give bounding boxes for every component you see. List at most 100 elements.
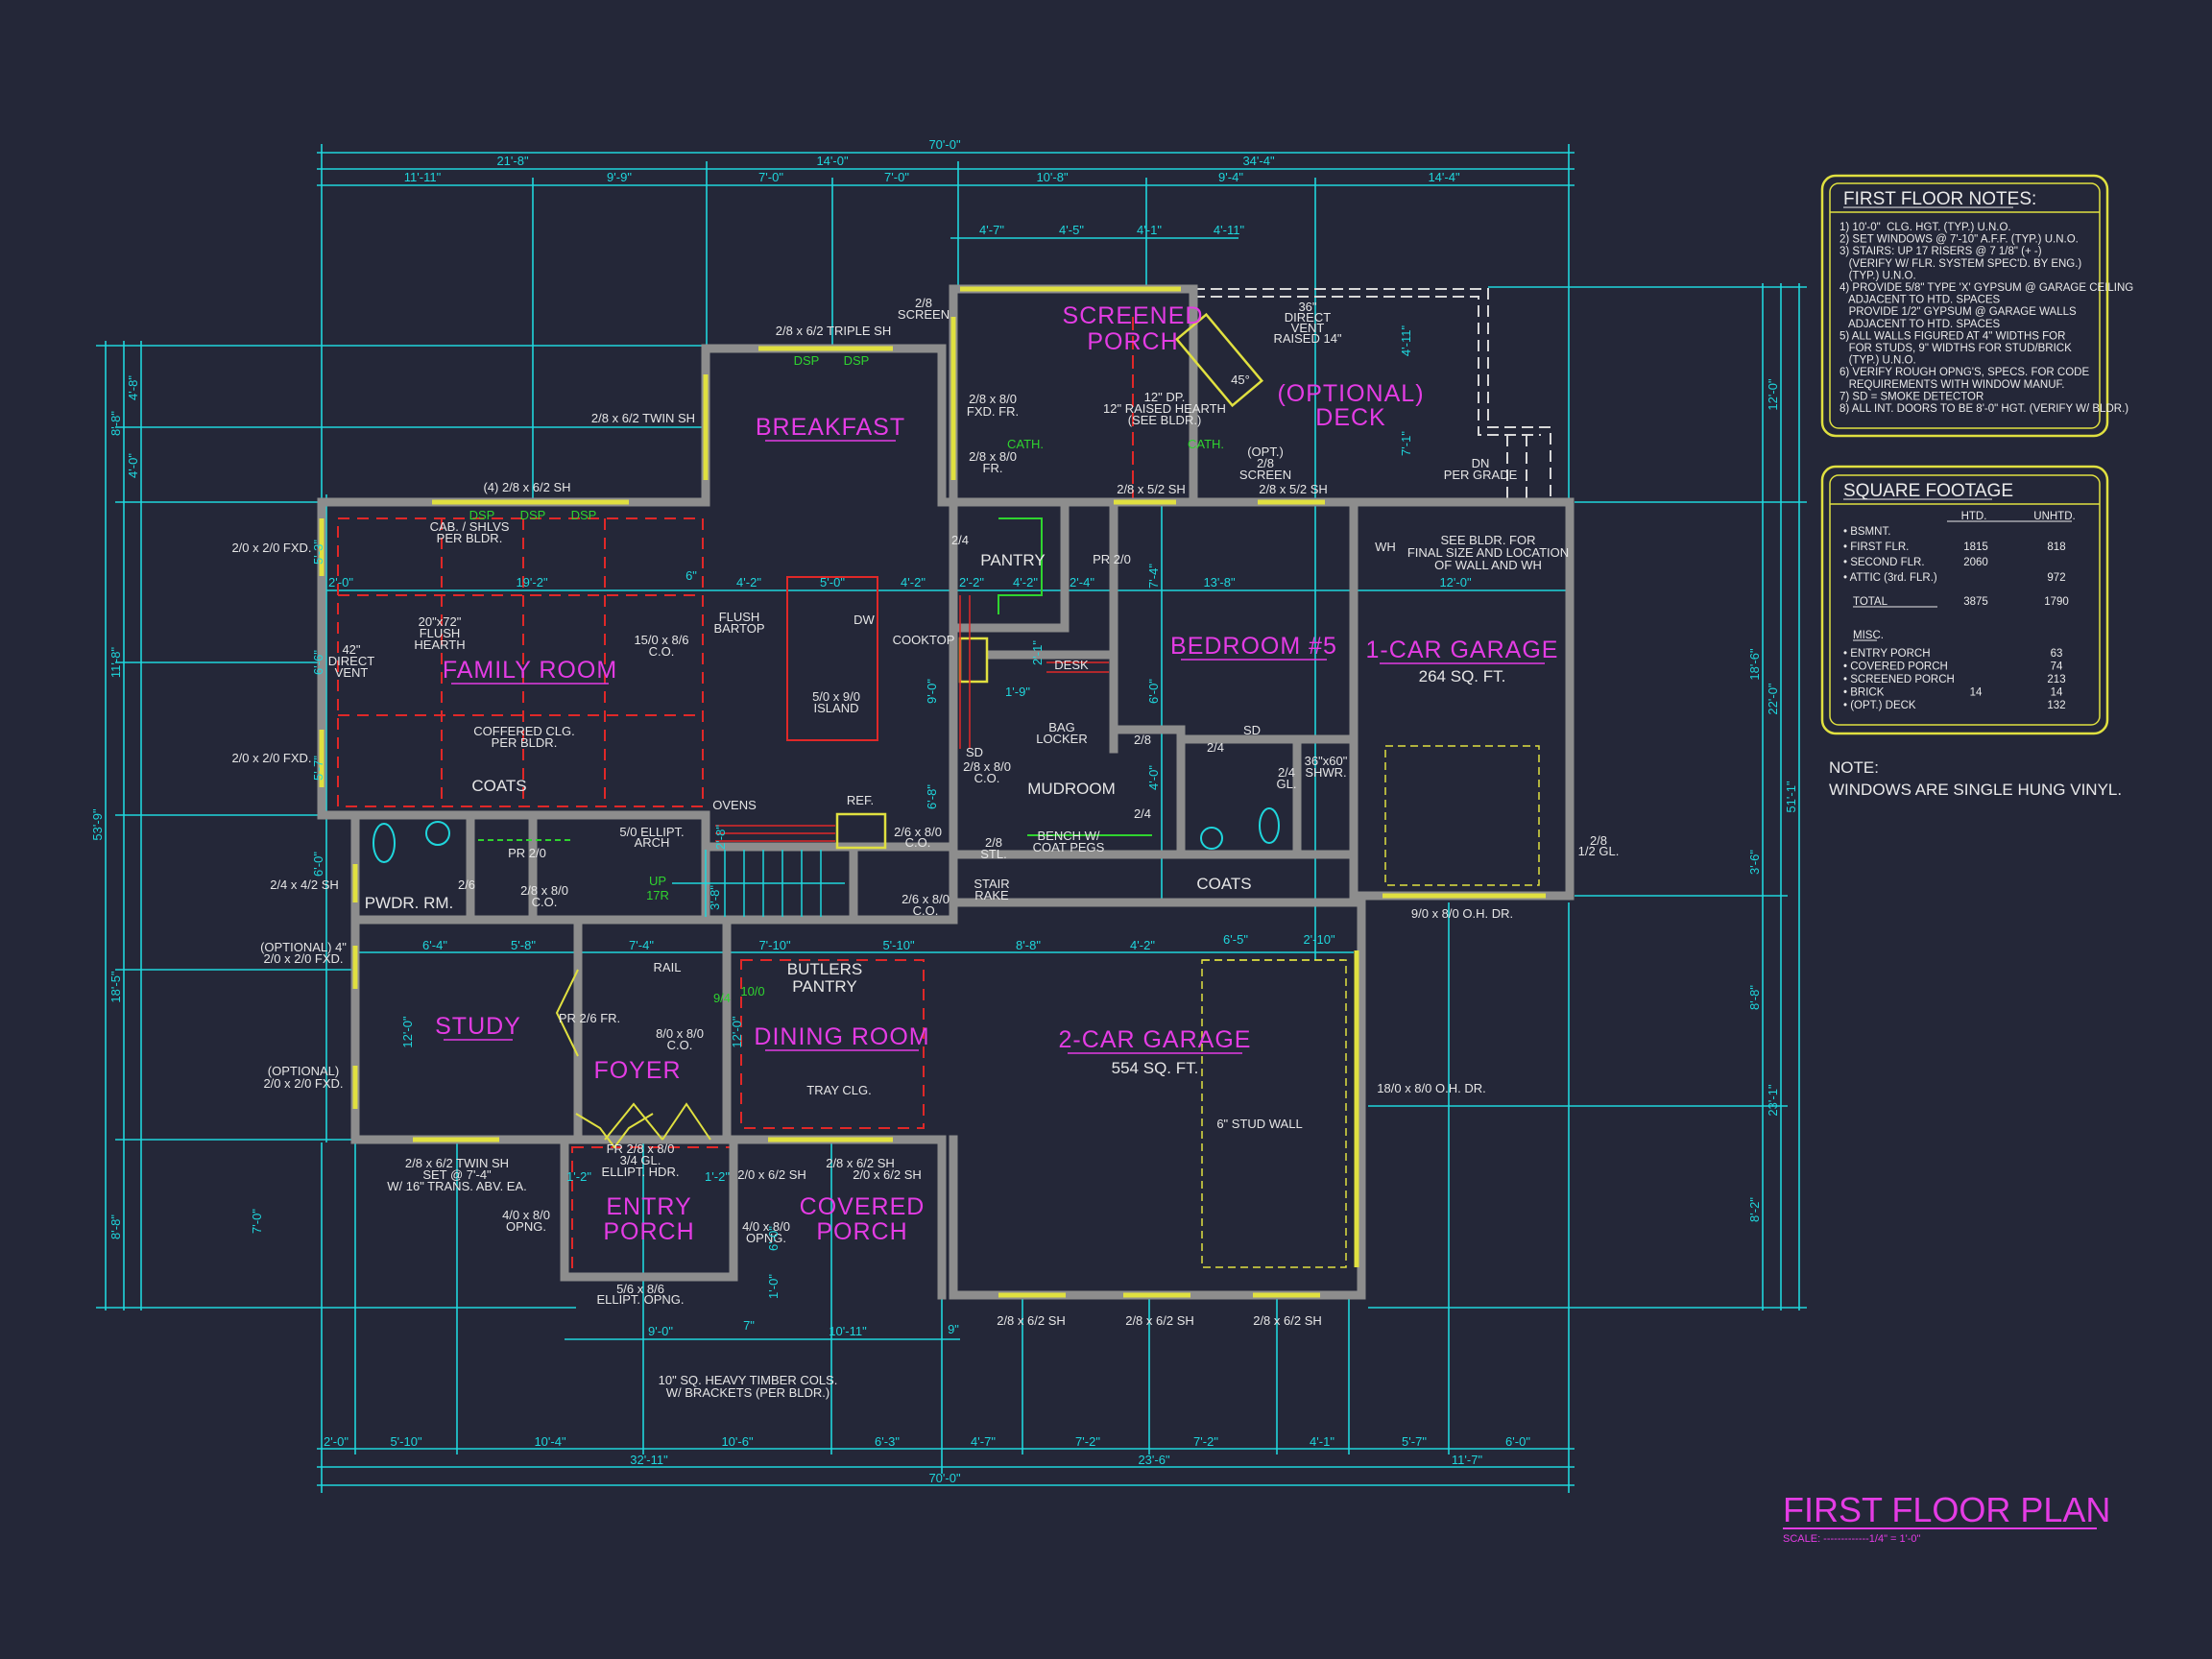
note-line: FOR STUDS, 9" WIDTHS FOR STUD/BRICK: [1839, 343, 2072, 354]
room-study: STUDY: [435, 1013, 521, 1040]
note-line: ADJACENT TO HTD. SPACES: [1839, 319, 2001, 330]
note: 4/0 x 8/0: [502, 1208, 550, 1222]
note-line: (TYP.) U.N.O.: [1839, 355, 1916, 367]
note: 2/8 x 6/2 SH: [1253, 1313, 1322, 1328]
note: 2/4: [1207, 740, 1224, 755]
note: FR.: [983, 461, 1003, 475]
note: 2/0 x 2/0 FXD.: [263, 951, 343, 966]
optional-deck-outline: [1193, 288, 1551, 499]
drawing-scale: SCALE: -------------1/4" = 1'-0": [1783, 1533, 1921, 1545]
dim-label: 2'-1": [1030, 640, 1045, 665]
note: 20"x72": [419, 614, 462, 629]
dim-label: 18'-6": [1747, 648, 1762, 681]
note: FR 2/8 x 8/0: [607, 1142, 675, 1156]
room-dining-room: DINING ROOM: [754, 1023, 929, 1050]
note: DESK: [1054, 658, 1089, 672]
dim-label: 4'-8": [126, 375, 140, 400]
note: 10" SQ. HEAVY TIMBER COLS.: [659, 1373, 838, 1387]
first-floor-notes-panel: FIRST FLOOR NOTES: 1) 10'-0" CLG. HGT. (…: [1820, 174, 2133, 438]
room-butlers-pantry: BUTLERS: [787, 960, 862, 978]
sqft-misc-unhtd: 14: [2051, 687, 2063, 699]
note: PR 2/0: [1093, 552, 1131, 566]
dim-label: 2'-0": [328, 575, 353, 589]
note: 2/8 x 6/2 SH: [1125, 1313, 1194, 1328]
sqft-row-unhtd: 818: [2047, 541, 2065, 553]
dim-label: 2'-0": [324, 1434, 349, 1449]
dim-label: 12'-0": [730, 1016, 744, 1048]
dim-right-overall: 51'-1": [1784, 781, 1798, 813]
note: 2/8 x 6/2 SH: [997, 1313, 1066, 1328]
note: FLUSH: [719, 610, 760, 624]
note: 2/0 x 6/2 SH: [737, 1167, 806, 1182]
sqft-total-htd: 3875: [1963, 596, 1988, 608]
dim-label: 9": [948, 1322, 959, 1336]
note: SCREEN: [1239, 468, 1291, 482]
note: 2/0 x 6/2 SH: [853, 1167, 922, 1182]
note: C.O.: [905, 835, 931, 850]
note: 18/0 x 8/0 O.H. DR.: [1377, 1081, 1485, 1095]
note: 36": [1298, 300, 1316, 314]
dim-label: 13'-8": [1203, 575, 1236, 589]
room-butlers-pantry-2: PANTRY: [792, 977, 856, 996]
sqft-row-label: • FIRST FLR.: [1843, 541, 1909, 553]
note-line: REQUIREMENTS WITH WINDOW MANUF.: [1839, 379, 2064, 391]
dim-label: 23'-1": [1766, 1084, 1780, 1117]
dim-label: 6'-4": [422, 938, 447, 952]
sqft-title: SQUARE FOOTAGE: [1843, 481, 2013, 501]
dim-bottom-overall: 70'-0": [928, 1471, 961, 1485]
note: 2/8 x 6/2 TWIN SH: [405, 1156, 509, 1170]
note: DSP: [469, 508, 495, 522]
note-line: 3) STAIRS: UP 17 RISERS @ 7 1/8" (+ -): [1839, 246, 2042, 257]
sqft-misc-label: MISC.: [1853, 630, 1884, 641]
dim-label: 10'-4": [534, 1434, 566, 1449]
sqft-col-unhtd: UNHTD.: [2033, 511, 2075, 522]
note: 6" STUD WALL: [1216, 1117, 1302, 1131]
dim-label: 9'-4": [1218, 170, 1243, 184]
note: FXD. FR.: [967, 404, 1019, 419]
note: DSP: [844, 353, 870, 368]
room-optional-deck: (OPTIONAL): [1277, 380, 1424, 407]
sqft-total-label: TOTAL: [1853, 596, 1888, 608]
note: OF WALL AND WH: [1434, 558, 1542, 572]
dim-label: 8'-8": [1016, 938, 1041, 952]
note: RAISED 14": [1273, 331, 1341, 346]
dim-label: 2'-8": [713, 825, 728, 850]
dim-label: 4'-1": [1137, 223, 1162, 237]
dim-label: 5'-10": [882, 938, 915, 952]
dimension-labels: 70'-0" 21'-8" 14'-0" 34'-4" 11'-11" 9'-9…: [90, 137, 1798, 1485]
window-note-label: NOTE:: [1829, 758, 1879, 777]
note: 3/4 GL.: [620, 1153, 661, 1167]
dim-label: 2'-4": [1070, 575, 1094, 589]
note: 2/8: [1590, 833, 1607, 848]
dim-label: 11'-7": [1452, 1453, 1483, 1467]
note: 2/6: [458, 878, 475, 892]
dim-label: 4'-2": [1130, 938, 1155, 952]
windows: [319, 286, 1546, 1298]
note: C.O.: [667, 1038, 693, 1052]
dim-label: 4'-1": [1310, 1434, 1334, 1449]
room-breakfast: BREAKFAST: [756, 414, 905, 441]
dim-label: 22'-0": [1766, 683, 1780, 715]
note: CAB. / SHLVS: [430, 519, 510, 534]
note: BAG: [1048, 720, 1074, 734]
dim-label: 4'-7": [971, 1434, 996, 1449]
square-footage-panel: SQUARE FOOTAGE HTD. UNHTD. • BSMNT.• FIR…: [1820, 465, 2109, 735]
dim-label: 7'-0": [250, 1209, 264, 1234]
room-foyer: FOYER: [593, 1057, 681, 1084]
note-line: 2) SET WINDOWS @ 7'-10" A.F.F. (TYP.) U.…: [1839, 234, 2079, 246]
dim-left-overall: 53'-9": [90, 808, 105, 841]
note: FINAL SIZE AND LOCATION: [1407, 545, 1569, 560]
note: BARTOP: [714, 621, 765, 636]
dim-label: 1'-9": [1005, 685, 1030, 699]
note: 12" RAISED HEARTH: [1103, 401, 1226, 416]
note-line: 5) ALL WALLS FIGURED AT 4" WIDTHS FOR: [1839, 330, 2065, 342]
note: OVENS: [712, 798, 757, 812]
room-bedroom-5: BEDROOM #5: [1170, 633, 1337, 660]
sqft-misc-label: • SCREENED PORCH: [1843, 674, 1955, 685]
garage-1-area: 264 SQ. FT.: [1419, 667, 1506, 685]
note: 45°: [1231, 373, 1250, 387]
dim-label: 5'-8": [511, 938, 536, 952]
note: STL.: [980, 847, 1006, 861]
notes-list: 1) 10'-0" CLG. HGT. (TYP.) U.N.O.2) SET …: [1839, 222, 2133, 415]
